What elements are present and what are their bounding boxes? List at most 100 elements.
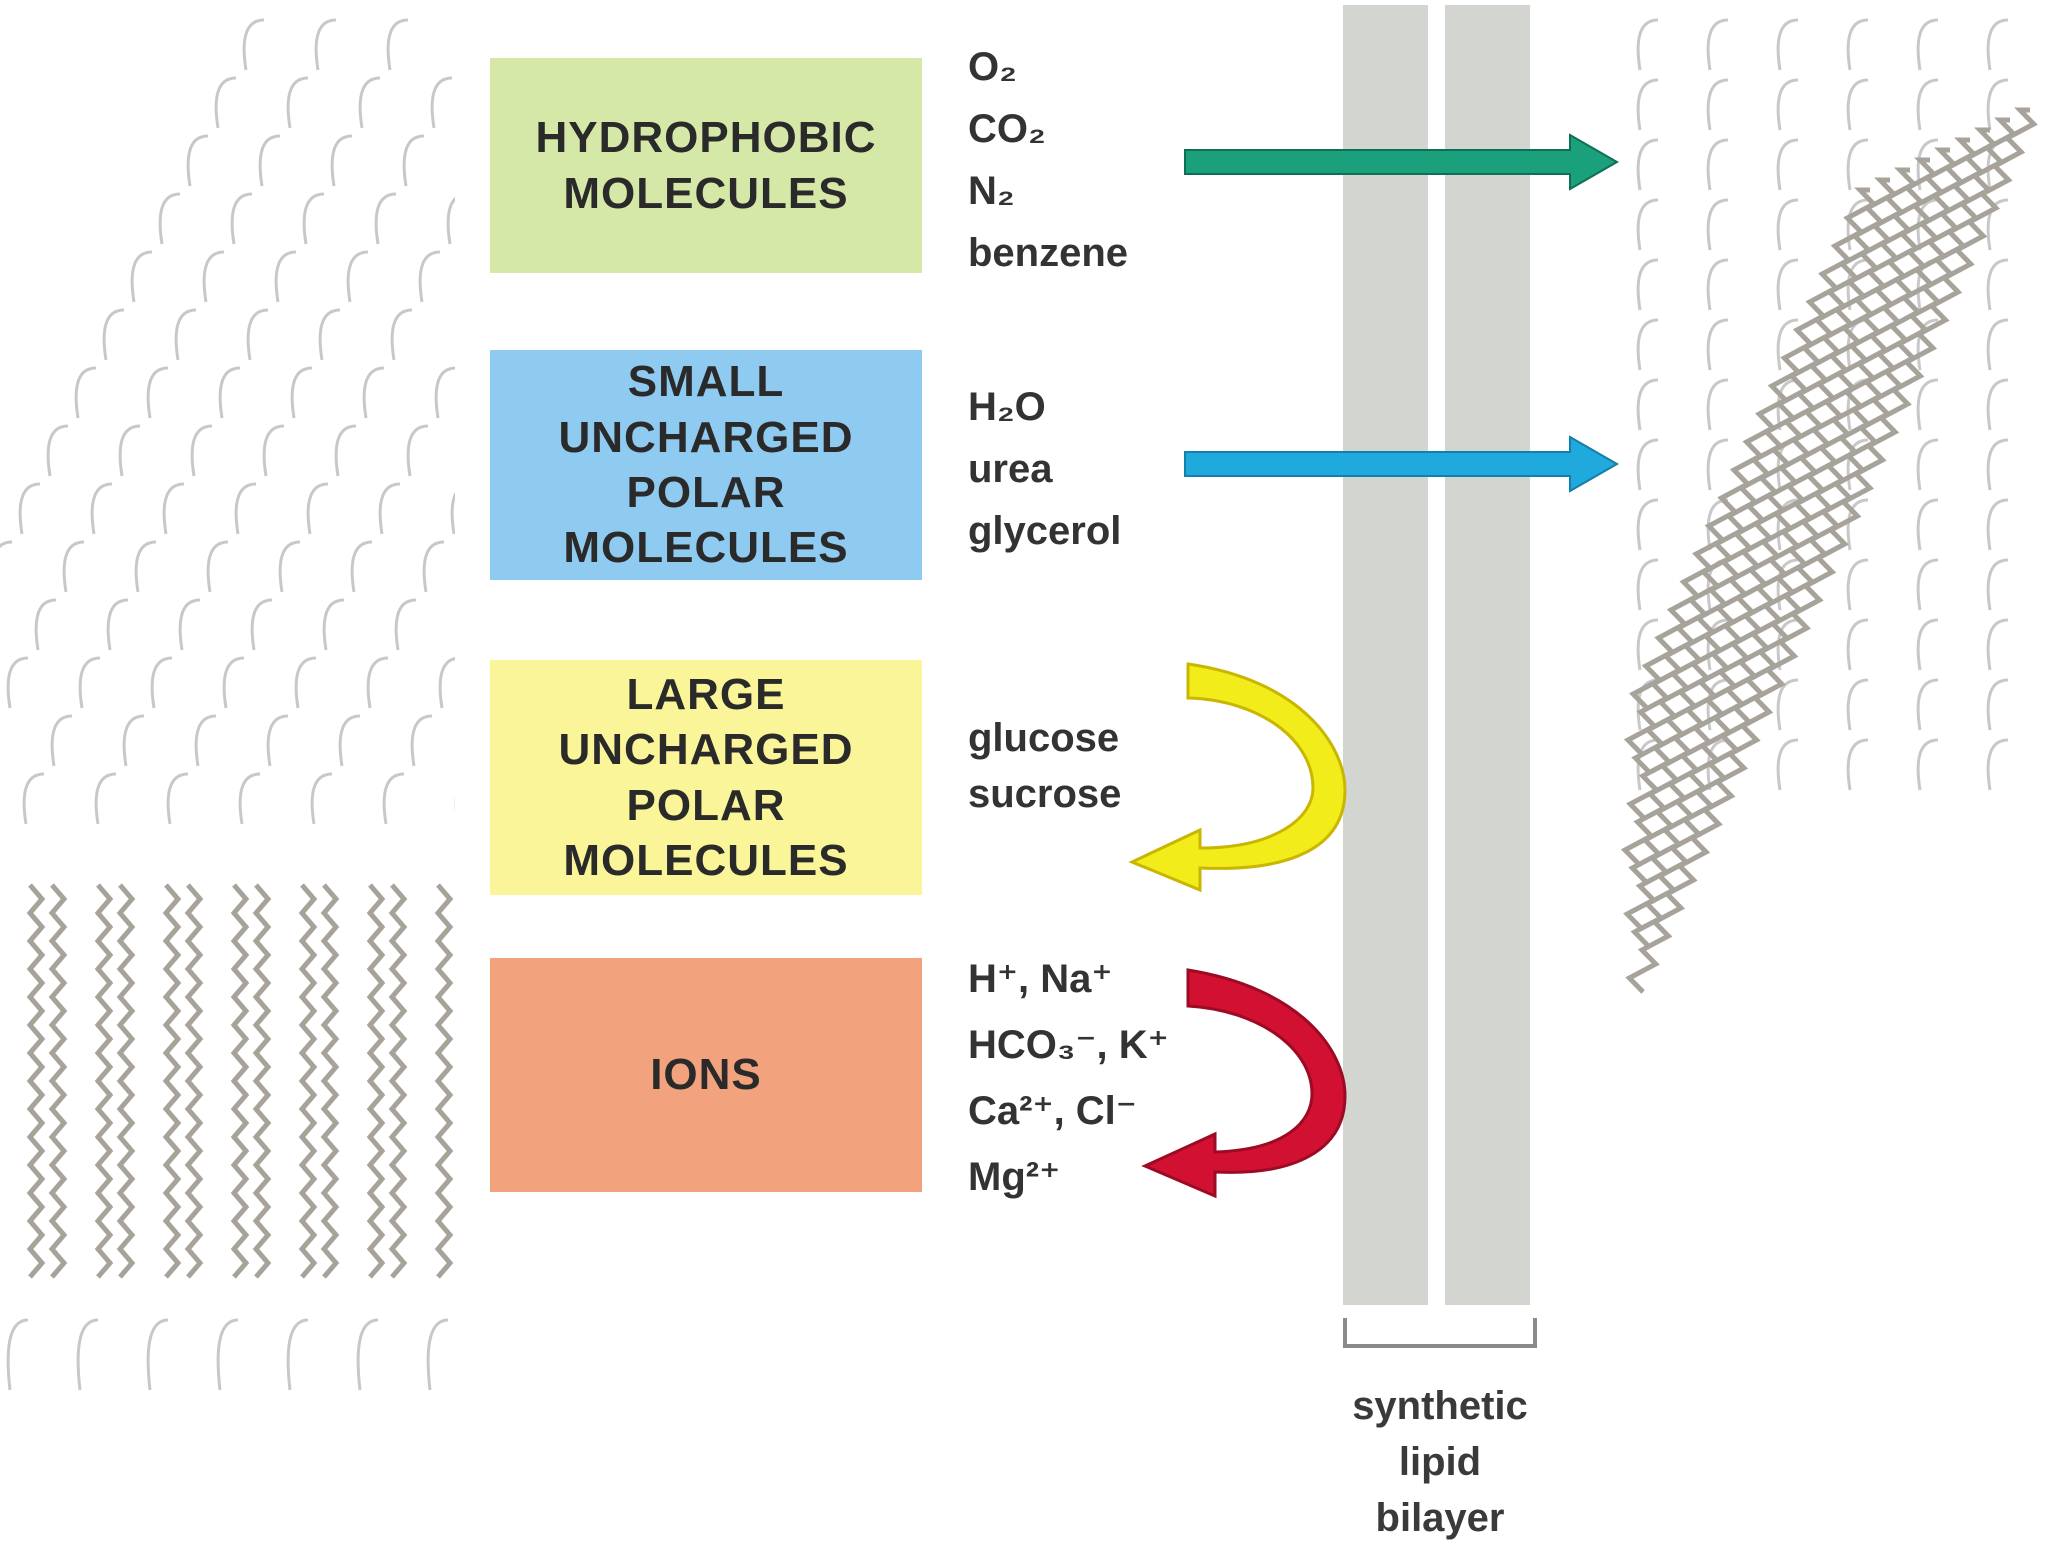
- lipid-head: [1706, 138, 1729, 191]
- lipid-head: [1776, 198, 1799, 251]
- lipid-head: [190, 424, 213, 477]
- lipid-head: [410, 714, 433, 767]
- lipid-head: [358, 76, 381, 129]
- lipid-head: [1636, 78, 1659, 131]
- lipid-head: [102, 308, 125, 361]
- lipid-head: [1986, 678, 2009, 731]
- lipid-tail: [1629, 187, 1878, 710]
- lipid-head: [106, 598, 129, 651]
- lipid-head: [374, 192, 397, 245]
- lipid-head: [1986, 558, 2009, 611]
- lipid-head: [146, 1318, 169, 1391]
- lipid-head: [214, 76, 237, 129]
- lipid-head: [1846, 18, 1869, 71]
- lipid-head: [1706, 78, 1729, 131]
- lipid-tail: [320, 883, 340, 1279]
- lipid-head: [1706, 198, 1729, 251]
- lipid-head: [330, 134, 353, 187]
- lipid-head: [262, 424, 285, 477]
- lipid-head: [1846, 618, 1869, 671]
- lipid-head: [18, 482, 41, 535]
- lipid-head: [1986, 78, 2009, 131]
- lipid-head: [390, 308, 413, 361]
- lipid-head: [1916, 78, 1939, 131]
- lipid-head: [290, 366, 313, 419]
- lipid-head: [1706, 438, 1729, 491]
- lipid-head: [46, 424, 69, 477]
- bilayer-label: synthetic lipid bilayer: [1352, 1384, 1528, 1540]
- lipid-head: [1636, 378, 1659, 431]
- lipid-head: [1846, 558, 1869, 611]
- lipid-tail: [1631, 167, 1918, 774]
- small-uncharged-polar-label: SMALL UNCHARGED POLAR MOLECULES: [558, 357, 854, 573]
- lipid-head: [130, 250, 153, 303]
- lipid-head: [122, 714, 145, 767]
- lipid-head: [386, 18, 409, 71]
- lipid-head: [356, 1318, 379, 1391]
- lipid-head: [62, 540, 85, 593]
- lipid-head: [318, 308, 341, 361]
- lipid-head: [1916, 618, 1939, 671]
- lipid-head: [1636, 198, 1659, 251]
- hydrophobic-molecules-label: HYDROPHOBIC MOLECULES: [535, 113, 877, 218]
- lipid-head: [1706, 318, 1729, 371]
- lipid-tail: [230, 883, 250, 1279]
- lipid-head: [1986, 738, 2009, 791]
- lipid-head: [310, 772, 333, 825]
- lipid-tail: [1626, 157, 1938, 820]
- lipid-head: [1636, 498, 1659, 551]
- lipid-head: [90, 482, 113, 535]
- hydrophobic-molecule-list: O₂ CO₂ N₂ benzene: [968, 45, 1129, 275]
- lipid-head: [434, 366, 457, 419]
- lipid-head: [266, 714, 289, 767]
- lipid-head: [274, 250, 297, 303]
- lipid-head: [402, 134, 425, 187]
- lipid-head: [1916, 498, 1939, 551]
- lipid-head: [150, 656, 173, 709]
- lipid-head: [1846, 78, 1869, 131]
- lipid-head: [382, 772, 405, 825]
- lipid-tail: [1625, 107, 2038, 994]
- lipid-head: [1846, 138, 1869, 191]
- lipid-head: [78, 656, 101, 709]
- lipid-head: [50, 714, 73, 767]
- lipid-head: [302, 192, 325, 245]
- lipid-head: [1776, 318, 1799, 371]
- small-polar-molecule-list: H₂O urea glycerol: [968, 385, 1122, 553]
- lipid-head: [1916, 438, 1939, 491]
- lipid-head: [1986, 378, 2009, 431]
- lipid-head: [1776, 678, 1799, 731]
- lipid-head: [250, 598, 273, 651]
- hydrophobic-molecules-box: HYDROPHOBIC MOLECULES: [490, 58, 922, 273]
- lipid-head: [1776, 18, 1799, 71]
- lipid-head: [174, 308, 197, 361]
- lipid-head: [178, 598, 201, 651]
- lipid-tail: [252, 883, 272, 1279]
- lipid-head: [334, 424, 357, 477]
- lipid-head: [1986, 438, 2009, 491]
- lipid-head: [166, 772, 189, 825]
- lipid-head: [406, 424, 429, 477]
- lipid-tail: [116, 883, 136, 1279]
- lipid-tail: [298, 883, 318, 1279]
- lipid-tail: [94, 883, 114, 1279]
- lipid-head: [1986, 318, 2009, 371]
- lipid-tail: [366, 883, 386, 1279]
- lipid-head: [286, 76, 309, 129]
- lipid-head: [1916, 378, 1939, 431]
- lipid-tail: [184, 883, 204, 1279]
- lipid-head: [76, 1318, 99, 1391]
- lipid-head: [206, 540, 229, 593]
- lipid-head: [314, 18, 337, 71]
- lipid-head: [186, 134, 209, 187]
- lipid-head: [394, 598, 417, 651]
- lipid-head: [146, 366, 169, 419]
- ions-box: IONS: [490, 958, 922, 1192]
- lipid-tail: [1623, 127, 1998, 930]
- lipid-head: [202, 250, 225, 303]
- lipid-head: [278, 540, 301, 593]
- lipid-head: [1636, 438, 1659, 491]
- lipid-head: [306, 482, 329, 535]
- lipid-tail: [1630, 117, 2018, 948]
- lipid-head: [1636, 318, 1659, 371]
